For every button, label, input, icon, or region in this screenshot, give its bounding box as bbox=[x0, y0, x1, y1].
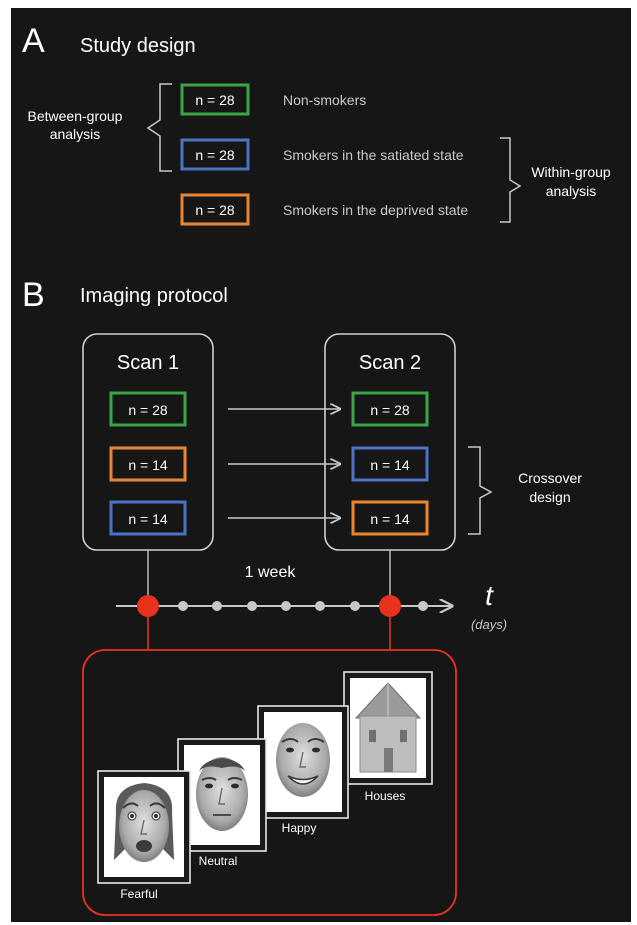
interval-label: 1 week bbox=[245, 564, 297, 581]
within-group-brace bbox=[500, 137, 522, 223]
happy-face-card bbox=[257, 705, 349, 819]
within-group-label-2: analysis bbox=[546, 183, 597, 199]
stimulus-label-happy: Happy bbox=[282, 821, 317, 835]
happy-face-icon bbox=[276, 723, 330, 797]
panel-b-title: Imaging protocol bbox=[80, 285, 228, 307]
day-dot bbox=[281, 601, 291, 611]
scan1-title: Scan 1 bbox=[117, 352, 179, 374]
group-box-satiated bbox=[180, 138, 250, 171]
scan1-n-3: n = 14 bbox=[128, 511, 168, 527]
within-group-label-1: Within-group bbox=[531, 164, 611, 180]
house-icon bbox=[354, 682, 422, 773]
group-box-deprived bbox=[180, 193, 250, 226]
axis-unit-label: (days) bbox=[471, 617, 507, 632]
stimulus-label-houses: Houses bbox=[365, 789, 406, 803]
group-n-nonsmokers: n = 28 bbox=[195, 92, 235, 108]
crossover-brace bbox=[468, 446, 493, 535]
scan2-time-marker bbox=[379, 595, 401, 617]
stimulus-label-neutral: Neutral bbox=[199, 854, 238, 868]
group-box-nonsmokers bbox=[180, 83, 250, 116]
scan2-box-3 bbox=[351, 500, 429, 536]
group-n-satiated: n = 28 bbox=[195, 147, 235, 163]
day-dot bbox=[315, 601, 325, 611]
day-dot bbox=[350, 601, 360, 611]
scan1-box-3 bbox=[109, 500, 187, 536]
crossover-label-2: design bbox=[529, 489, 570, 505]
crossover-label-1: Crossover bbox=[518, 470, 582, 486]
scan2-box-2 bbox=[351, 446, 429, 482]
panel-b-letter: B bbox=[22, 276, 45, 314]
scan1-time-marker bbox=[137, 595, 159, 617]
scan2-n-2: n = 14 bbox=[370, 457, 410, 473]
group-label-deprived: Smokers in the deprived state bbox=[283, 202, 468, 218]
day-dot bbox=[247, 601, 257, 611]
scan1-box-1 bbox=[109, 391, 187, 427]
day-dot bbox=[178, 601, 188, 611]
houses-card bbox=[343, 671, 433, 785]
scan2-title: Scan 2 bbox=[359, 352, 421, 374]
group-label-satiated: Smokers in the satiated state bbox=[283, 147, 464, 163]
between-group-brace bbox=[146, 83, 172, 172]
day-dot bbox=[212, 601, 222, 611]
group-n-deprived: n = 28 bbox=[195, 202, 235, 218]
neutral-face-icon bbox=[196, 757, 248, 831]
scan1-n-1: n = 28 bbox=[128, 402, 168, 418]
day-dot bbox=[418, 601, 428, 611]
scan2-n-1: n = 28 bbox=[370, 402, 410, 418]
panel-a-letter: A bbox=[22, 22, 45, 60]
scan1-box-2 bbox=[109, 446, 187, 482]
fearful-face-card bbox=[97, 770, 191, 884]
stimulus-box bbox=[82, 649, 457, 916]
scan2-box-1 bbox=[351, 391, 429, 427]
scan2-n-3: n = 14 bbox=[370, 511, 410, 527]
panel-a-title: Study design bbox=[80, 35, 196, 57]
axis-t-label: t bbox=[485, 580, 494, 611]
between-group-label-2: analysis bbox=[50, 126, 101, 142]
group-label-nonsmokers: Non-smokers bbox=[283, 92, 366, 108]
neutral-face-card bbox=[177, 738, 267, 852]
scan1-n-2: n = 14 bbox=[128, 457, 168, 473]
fearful-face-icon bbox=[114, 783, 174, 862]
stimulus-label-fearful: Fearful bbox=[120, 887, 157, 901]
between-group-label-1: Between-group bbox=[28, 108, 123, 124]
